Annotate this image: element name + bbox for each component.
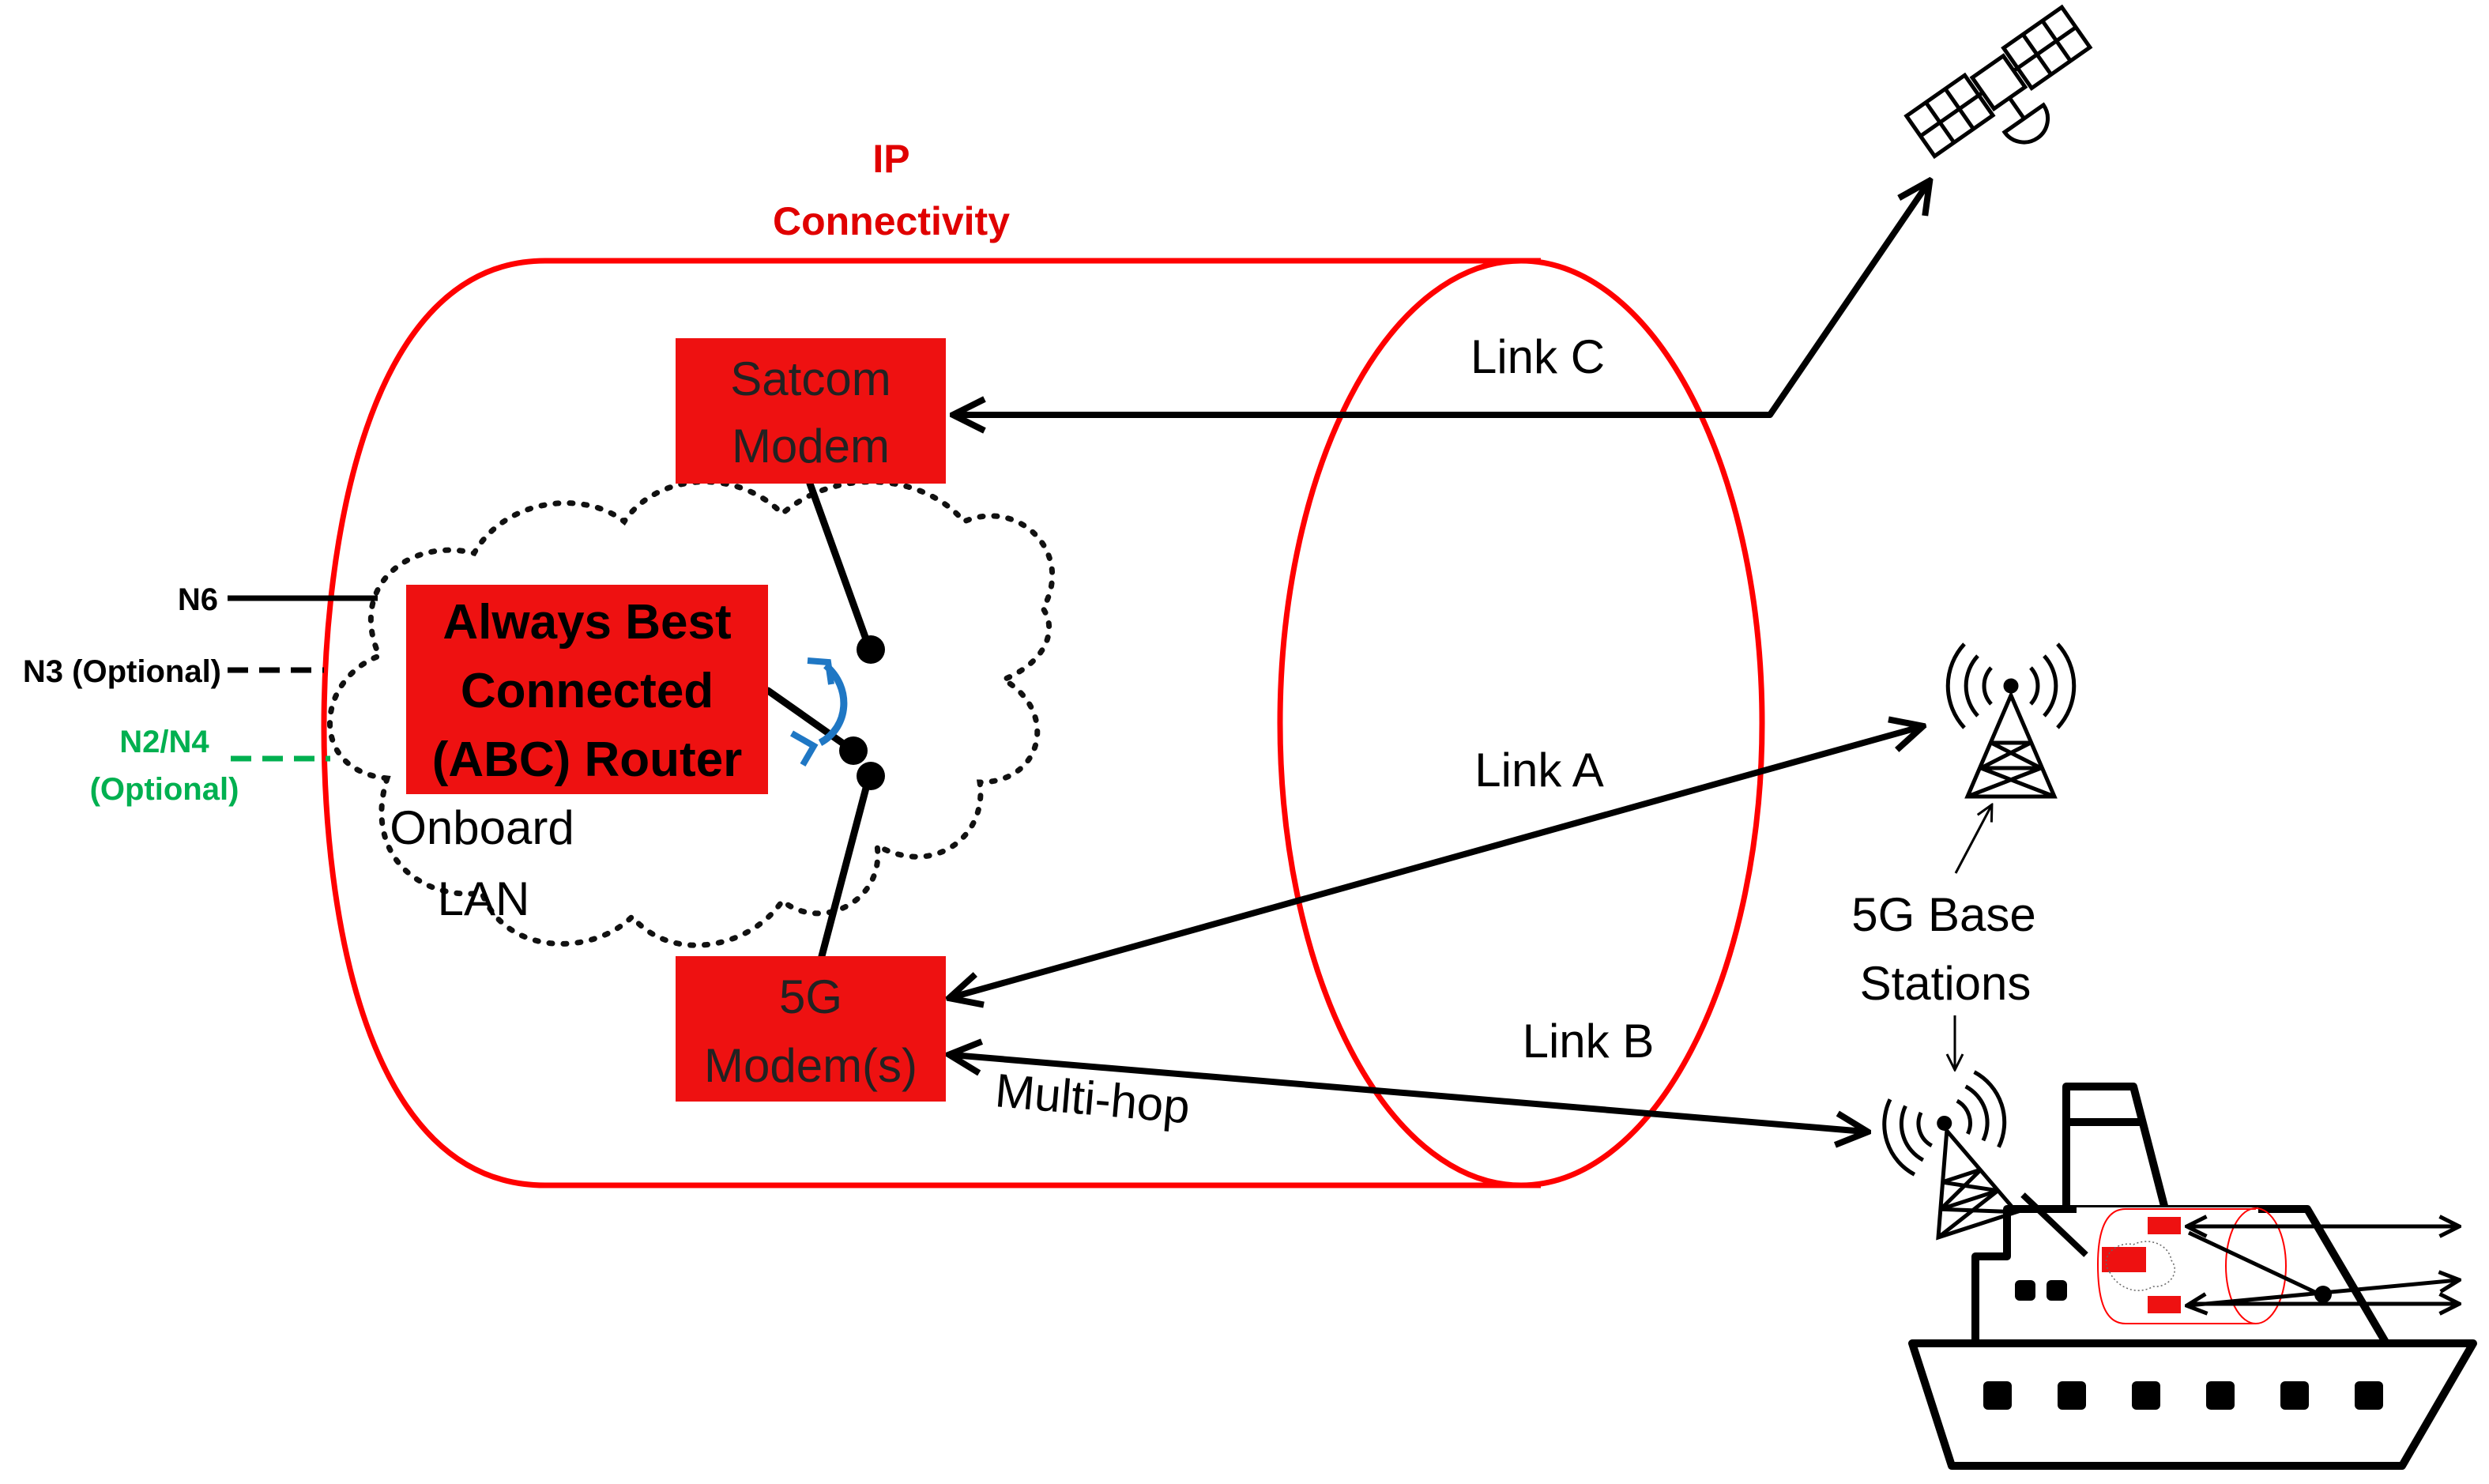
switch-contact-dots — [839, 635, 885, 790]
n3-label: N3 (Optional) — [23, 654, 221, 689]
satcom-modem-label-line1: Satcom — [730, 352, 891, 405]
switch-connector — [764, 480, 873, 960]
satcom-modem-box — [676, 338, 946, 484]
cell-tower-icon — [1945, 642, 2077, 799]
rotate-arrow-icon — [790, 657, 848, 767]
base-stations-label-line1: 5G Base — [1851, 888, 2035, 941]
satcom-modem-label-line2: Modem — [732, 420, 890, 473]
n6-label: N6 — [178, 582, 218, 617]
fiveg-modem-box — [676, 956, 946, 1102]
fiveg-modem-label-line1: 5G — [779, 970, 842, 1023]
abc-router-label-line1: Always Best — [442, 595, 731, 650]
fiveg-modem-label-line2: Modem(s) — [704, 1039, 917, 1092]
link-b-arrow — [952, 1055, 1865, 1132]
link-a-arrow — [952, 727, 1920, 997]
abc-router-label-line3: (ABC) Router — [432, 733, 743, 787]
interface-lines — [228, 595, 378, 762]
abc-router-label-line2: Connected — [461, 664, 714, 718]
base-stations-label-line2: Stations — [1860, 957, 2031, 1010]
base-station-pointer-upper — [1954, 806, 1991, 874]
ship-cell-tower-icon — [1882, 1070, 2020, 1241]
abc-router-box — [406, 585, 768, 794]
n2n4-label-line2: (Optional) — [90, 772, 239, 807]
ip-connectivity-label-line2: Connectivity — [773, 199, 1010, 243]
satellite-icon — [1903, 4, 2093, 160]
link-b-label: Link B — [1523, 1015, 1655, 1068]
onboard-lan-cloud — [327, 479, 1056, 948]
ship-tower-feeder — [2020, 1192, 2088, 1257]
onboard-lan-label-line2: LAN — [438, 872, 530, 925]
n2n4-label-line1: N2/N4 — [119, 725, 209, 759]
ship-link-dot — [2314, 1286, 2332, 1303]
link-c-arrow — [956, 183, 1928, 415]
link-a-label: Link A — [1474, 744, 1603, 797]
onboard-lan-label-line1: Onboard — [390, 801, 574, 854]
link-c-label: Link C — [1470, 330, 1605, 383]
ip-connectivity-label-line1: IP — [872, 137, 909, 181]
ship-windows — [1983, 1280, 2383, 1410]
